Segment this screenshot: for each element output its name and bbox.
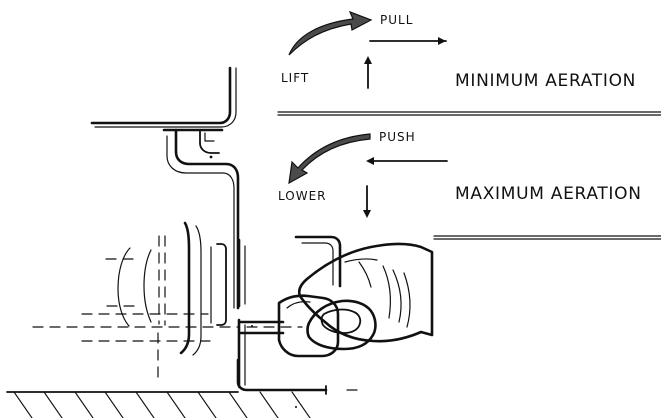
thumb-outline [306,299,377,351]
damper-plate [179,221,191,355]
maximum-aeration-label: MAXIMUM AERATION [455,184,642,204]
lower-label: LOWER [278,189,327,203]
scan-marks [209,155,297,408]
finger-line-4 [358,261,372,288]
knuckle-line [344,258,378,263]
hand-outline [297,242,434,343]
thumb-nail [320,308,362,334]
damper-plate-shadow [192,225,202,356]
push-label: PUSH [379,130,416,144]
left-curved-outline [117,247,131,327]
minimum-aeration-label: MINIMUM AERATION [455,71,636,91]
finger-line-3 [403,272,411,328]
bracket-main-profile [174,128,240,310]
lift-arrow-head [364,56,372,64]
fastener-small [204,132,215,142]
handle-grip [277,294,340,358]
pull-curved-arrow [288,10,373,56]
damper-hub [216,243,227,326]
finger-line-2 [392,269,402,323]
push-arrow-head [366,157,374,165]
handle-grip-shadow [286,301,311,309]
rear-clamp-shadow [301,242,334,286]
ground-hatching [13,391,311,418]
outer-housing [90,66,232,125]
base-step [236,358,328,392]
push-curved-arrow [288,133,371,185]
outer-housing-shadow [94,67,237,128]
pull-arrow-head [438,37,446,45]
lift-label: LIFT [281,71,309,85]
lower-arrow-head [363,210,371,218]
fastener-top [199,130,220,154]
bracket-main-profile-shadow [166,135,235,309]
left-tool-outline [143,249,152,323]
rear-clamp [294,235,342,288]
finger-line-1 [382,265,391,319]
pull-label: PULL [380,13,413,27]
